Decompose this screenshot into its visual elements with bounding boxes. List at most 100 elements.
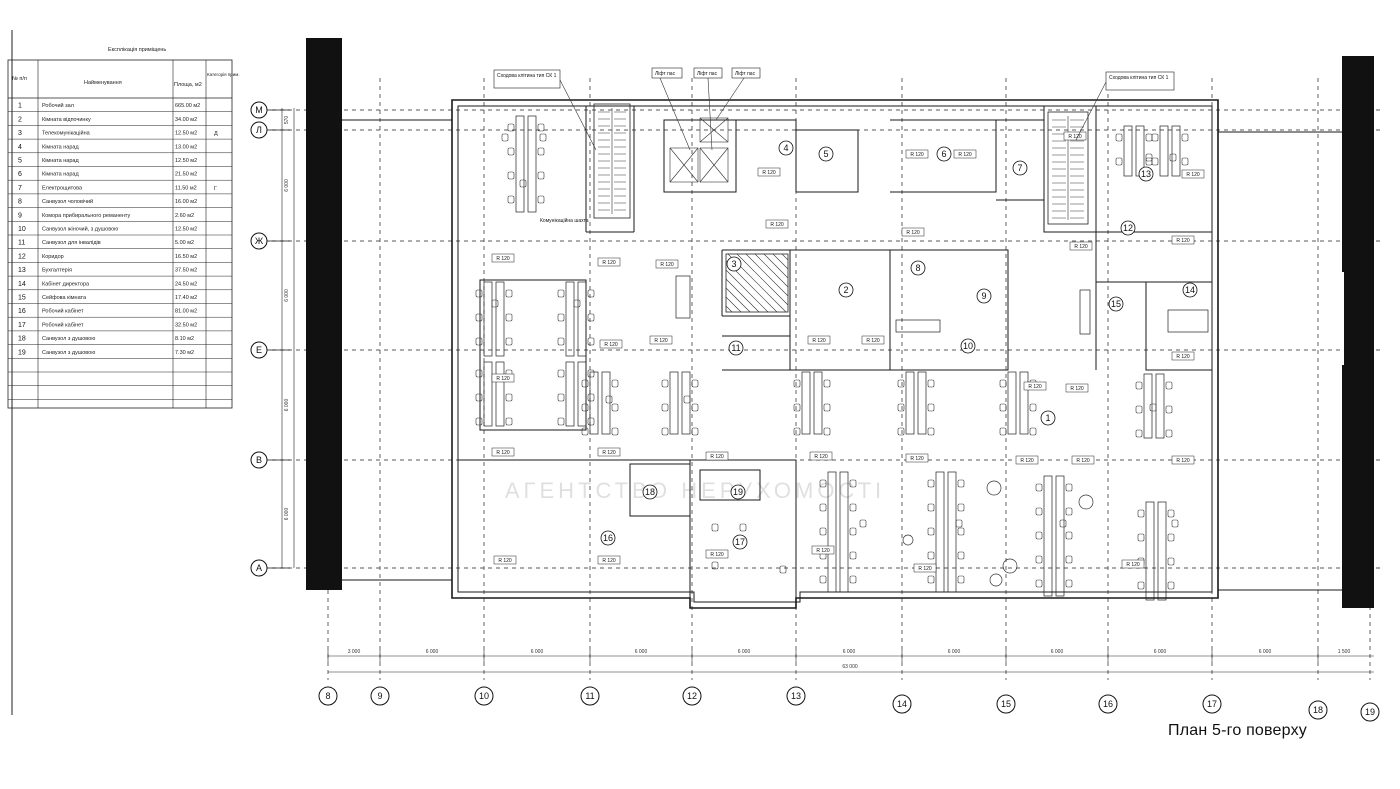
dim-left-segment: 570 — [284, 116, 290, 125]
room-number: 4 — [783, 143, 788, 153]
table-row-name: Кімната відпочинку — [42, 117, 91, 123]
room-number: 12 — [1123, 223, 1133, 233]
table-row-number: 16 — [18, 308, 26, 315]
fire-rating-tag-text: R 120 — [1176, 238, 1190, 244]
fire-rating-tag-text: R 120 — [814, 454, 828, 460]
column-axis-bubble — [996, 694, 1016, 714]
fire-rating-tag — [811, 545, 835, 555]
table-row-name: Санвузол жіночий, з душовою — [42, 226, 118, 233]
fire-rating-tag-text: R 120 — [710, 454, 724, 460]
room-number: 2 — [843, 285, 848, 295]
fire-rating-tag-text: R 120 — [762, 170, 776, 176]
dim-left-segment: 6 000 — [284, 289, 290, 302]
table-row-number: 13 — [18, 267, 26, 274]
column-axis-bubble — [786, 686, 806, 706]
fire-rating-tag-text: R 120 — [1176, 354, 1190, 360]
dim-left-segment: 6 000 — [284, 179, 290, 192]
room-number: 10 — [963, 341, 973, 351]
fire-rating-tag — [705, 549, 729, 559]
table-row-number: 9 — [18, 212, 22, 219]
dim-bottom-segment: 6 000 — [948, 649, 961, 655]
room-number-bubble — [732, 534, 748, 550]
fire-rating-tag-text: R 120 — [1070, 386, 1084, 392]
callout-stair-right: Сходова клітина тип СК 1 — [1109, 75, 1169, 81]
fire-rating-tag-text: R 120 — [1126, 562, 1140, 568]
callout-shaft: Комунікаційна шахта — [540, 217, 589, 224]
fire-rating-tag-text: R 120 — [918, 566, 932, 572]
table-row-area: 13.00 м2 — [175, 144, 197, 150]
table-row-number: 5 — [18, 158, 22, 165]
fire-rating-tag — [765, 219, 789, 229]
table-row-area: 16.00 м2 — [175, 199, 197, 205]
room-number-bubble — [778, 140, 794, 156]
column-axis-label: 13 — [791, 691, 801, 701]
row-axis-label: В — [256, 455, 262, 465]
fire-rating-tag-text: R 120 — [910, 456, 924, 462]
room-number: 14 — [1185, 285, 1195, 295]
fire-rating-tag-text: R 120 — [770, 222, 784, 228]
room-number-bubble — [730, 484, 746, 500]
fire-rating-tag — [1181, 169, 1205, 179]
room-number: 8 — [915, 263, 920, 273]
column-axis-bubble — [580, 686, 600, 706]
table-row-name: Комора прибирального реманенту — [42, 213, 131, 219]
table-row-number: 2 — [18, 116, 22, 123]
fire-rating-tag — [1121, 559, 1145, 569]
room-number-bubble — [818, 146, 834, 162]
dim-bottom-total: 63 000 — [842, 664, 858, 670]
room-number-bubble — [960, 338, 976, 354]
dim-bottom-segment: 3 000 — [348, 649, 361, 655]
column-axis-label: 14 — [897, 699, 907, 709]
room-schedule-table: Експлікація приміщень № п/п Найменування… — [7, 47, 240, 409]
table-row-number: 8 — [18, 199, 22, 206]
table-row-area: 24.50 м2 — [175, 281, 197, 287]
fire-rating-tag — [1023, 381, 1047, 391]
column-axis-bubble — [682, 686, 702, 706]
fire-rating-tag-text: R 120 — [1076, 458, 1090, 464]
room-number-bubble — [1040, 410, 1056, 426]
callout-lift-c: Ліфт пас — [735, 71, 756, 77]
room-number: 17 — [735, 537, 745, 547]
column-axis-label: 17 — [1207, 699, 1217, 709]
table-row-name: Сейфова кімната — [42, 294, 87, 301]
fire-rating-tag — [1071, 455, 1095, 465]
column-axis-bubble — [1360, 702, 1380, 722]
room-number: 18 — [645, 487, 655, 497]
table-row-name: Коридор — [42, 254, 64, 260]
table-row-number: 15 — [18, 295, 26, 302]
stair-left — [593, 103, 631, 219]
table-row-area: 81.00 м2 — [175, 309, 197, 315]
column-axis-label: 11 — [585, 691, 594, 701]
dim-bottom-segment: 6 000 — [426, 649, 439, 655]
fire-rating-tag-text: R 120 — [496, 256, 510, 262]
furniture-layout — [475, 115, 1209, 601]
fire-rating-tag — [861, 335, 885, 345]
watermark-text: АГЕНТСТВО НЕРУХОМОСТІ — [505, 478, 885, 503]
fire-rating-tag — [807, 335, 831, 345]
dim-bottom-segment: 6 000 — [531, 649, 544, 655]
fire-rating-tag-text: R 120 — [816, 548, 830, 554]
room-number-bubble — [600, 530, 616, 546]
fire-rating-tag-text: R 120 — [660, 262, 674, 268]
table-row-area: 7.30 м2 — [175, 350, 194, 356]
row-axis-label: Ж — [255, 236, 264, 246]
fire-rating-tag — [705, 451, 729, 461]
table-header-category: Категорія прим. — [207, 72, 240, 77]
table-row-number: 1 — [18, 103, 22, 110]
fire-rating-tag-text: R 120 — [602, 558, 616, 564]
table-row-area: 665.00 м2 — [175, 103, 200, 109]
table-row-name: Телекомунікаційна — [42, 130, 91, 137]
fire-rating-tag-text: R 120 — [604, 342, 618, 348]
table-header-no: № п/п — [12, 76, 27, 82]
callouts: Сходова клітина тип СК 1 Сходова клітина… — [493, 67, 1175, 224]
table-row-area: 34.00 м2 — [175, 117, 197, 123]
fire-rating-tag — [1171, 351, 1195, 361]
room-number: 13 — [1141, 169, 1151, 179]
dim-left-segment: 6 000 — [284, 399, 290, 412]
table-row-number: 19 — [18, 349, 26, 356]
column-axis-bubble — [318, 686, 338, 706]
table-row-name: Санвузол для інвалідів — [42, 240, 101, 246]
